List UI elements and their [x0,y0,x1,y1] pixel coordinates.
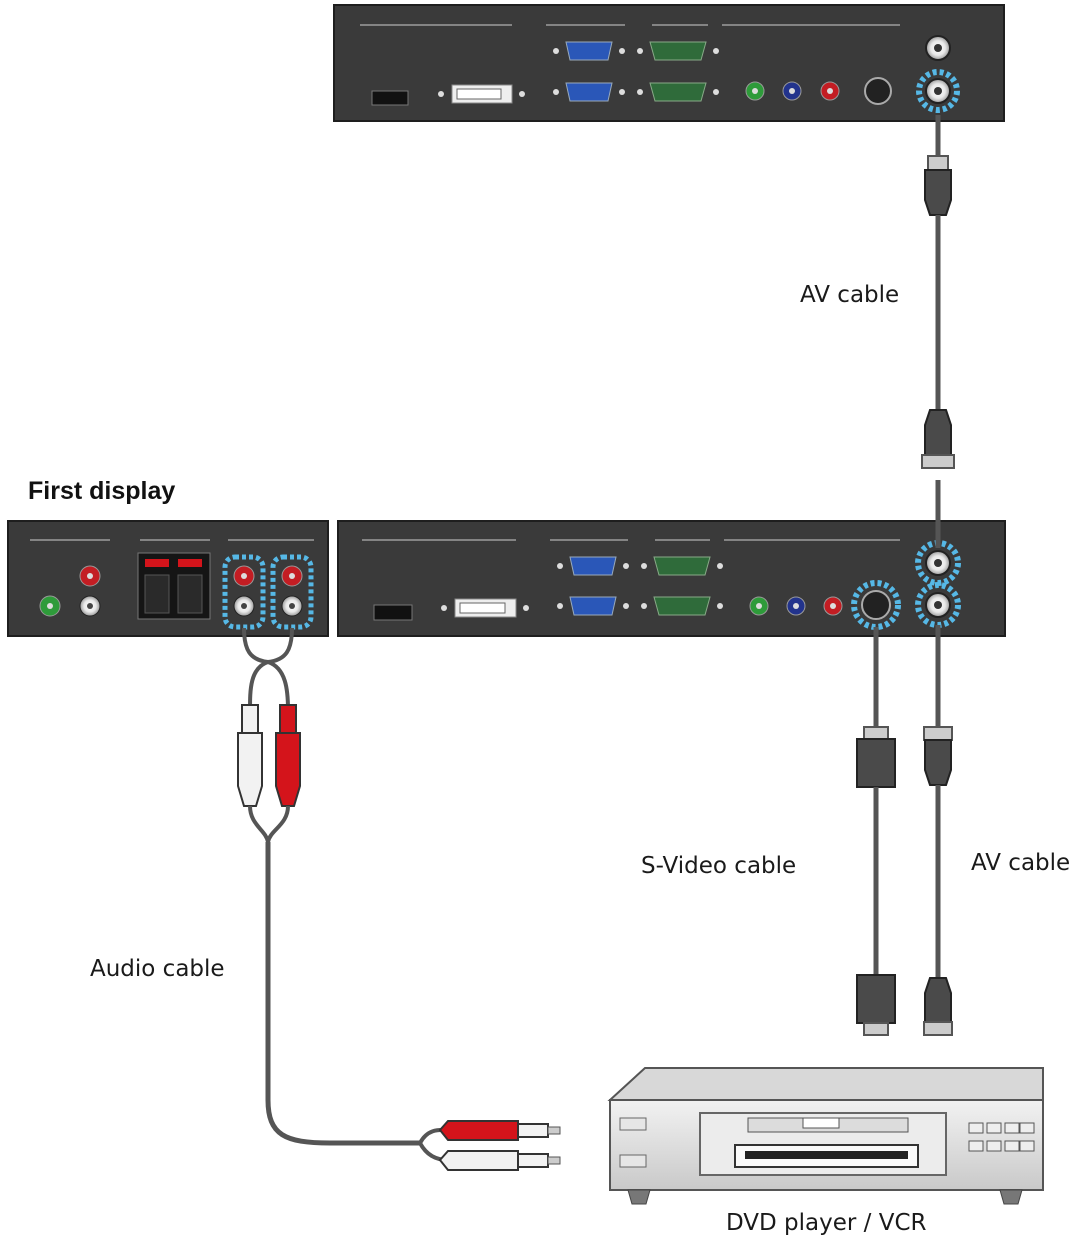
rca-plug-red-icon [275,704,301,807]
s-video-cable [856,627,896,1036]
rca-plug-white-icon [237,704,263,807]
rs232-out-port-icon [637,41,719,61]
speaker-terminals-icon [137,552,211,620]
second-display-panel [333,4,1005,122]
first-display-audio-panel [7,520,329,637]
av-cable-top-label: AV cable [800,282,900,308]
rs232-in-port-icon [641,596,723,616]
svideo-port-icon [864,77,892,105]
dvd-player-icon [607,1067,1044,1205]
first-display-label: First display [28,477,176,505]
vga-out-port-icon [553,41,625,61]
first-display-video-panel [337,520,1006,637]
av-cable-top [921,115,955,548]
dvi-port-icon [438,84,525,104]
dvd-control-buttons [968,1122,1035,1152]
hdmi-port-icon [371,90,409,106]
svideo-port-icon [861,590,891,620]
av-cable-bottom [923,625,953,1036]
hdmi-port-icon [373,604,413,621]
audio-cable-label: Audio cable [90,956,225,982]
dvd-player-label: DVD player / VCR [726,1210,927,1236]
dvi-port-icon [441,598,529,618]
vga-out-port-icon [557,556,629,576]
s-video-cable-label: S-Video cable [641,853,797,879]
vga-in-port-icon [557,596,629,616]
vga-in-port-icon [553,82,625,102]
rs232-in-port-icon [637,82,719,102]
rs232-out-port-icon [641,556,723,576]
audio-cable [237,627,561,1171]
av-cable-bottom-label: AV cable [971,850,1071,876]
rca-plug-red-right-icon [438,1120,561,1141]
rca-plug-white-right-icon [438,1150,561,1171]
highlight-video-in-icon [916,69,960,113]
